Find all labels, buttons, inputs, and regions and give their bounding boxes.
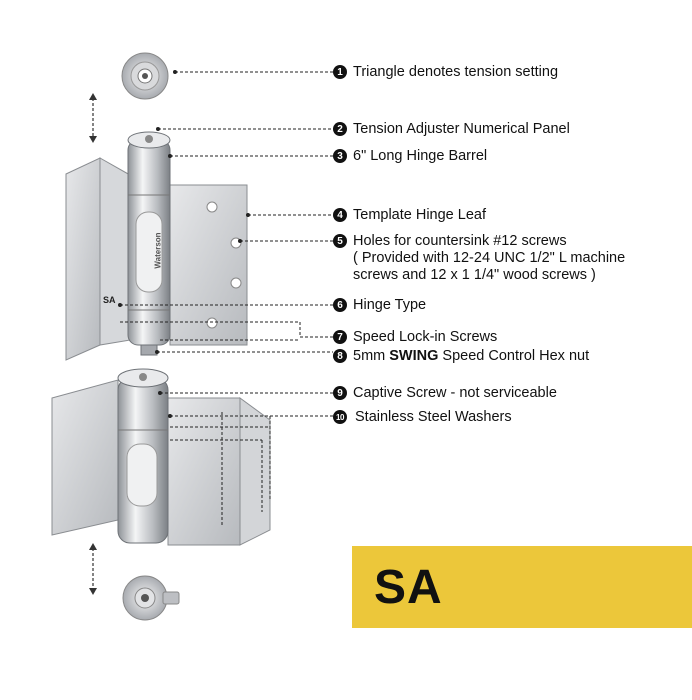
- callout-3: 3 6" Long Hinge Barrel: [333, 148, 487, 165]
- callout-number: 5: [333, 234, 347, 248]
- hinge-type-label: SA: [103, 295, 116, 305]
- callout-number: 4: [333, 208, 347, 222]
- callout-1: 1 Triangle denotes tension setting: [333, 64, 558, 81]
- callout-text: Captive Screw - not serviceable: [353, 385, 557, 401]
- callout-number: 8: [333, 349, 347, 363]
- callout-6: 6 Hinge Type: [333, 297, 426, 314]
- callout-text: Hinge Type: [353, 297, 427, 313]
- callout-text-pre: 5mm: [353, 348, 390, 364]
- callout-5: 5 Holes for countersink #12 screws ( Pro…: [333, 233, 625, 284]
- callout-number: 6: [333, 298, 347, 312]
- assembly-arrow-bottom: [89, 543, 97, 595]
- callout-10: 10 Stainless Steel Washers: [333, 409, 512, 426]
- callout-4: 4 Template Hinge Leaf: [333, 207, 486, 224]
- callout-number: 3: [333, 149, 347, 163]
- brand-label: Waterson: [153, 232, 163, 269]
- callout-7: 7 Speed Lock-in Screws: [333, 329, 497, 346]
- callout-text: 6" Long Hinge Barrel: [353, 148, 488, 164]
- callout-2: 2 Tension Adjuster Numerical Panel: [333, 121, 570, 138]
- callout-text-bold: SWING: [389, 348, 439, 364]
- tension-adjuster-top-view: [121, 52, 169, 100]
- callout-text-post: Speed Control Hex nut: [438, 348, 590, 364]
- callout-text: Triangle denotes tension setting: [353, 64, 559, 80]
- callout-number: 10: [333, 410, 347, 424]
- assembly-arrow-top: [89, 93, 97, 143]
- hinge-bottom: [51, 368, 271, 546]
- callout-8: 8 5mm SWING Speed Control Hex nut: [333, 348, 589, 365]
- callout-number: 7: [333, 330, 347, 344]
- callout-text: Holes for countersink #12 screws ( Provi…: [353, 233, 626, 283]
- callout-number: 1: [333, 65, 347, 79]
- leader-dots: [118, 70, 250, 418]
- callout-number: 9: [333, 386, 347, 400]
- badge-text: SA: [374, 560, 443, 614]
- callout-text: 5mm SWING Speed Control Hex nut: [353, 348, 589, 365]
- callout-text: Template Hinge Leaf: [353, 207, 486, 223]
- callout-number: 2: [333, 122, 347, 136]
- hinge-type-badge: SA: [352, 546, 692, 628]
- callout-text: Stainless Steel Washers: [355, 409, 512, 425]
- leader-lines: [120, 71, 333, 525]
- callout-text: Speed Lock-in Screws: [353, 329, 498, 345]
- callout-9: 9 Captive Screw - not serviceable: [333, 385, 557, 402]
- callout-text: Tension Adjuster Numerical Panel: [353, 121, 570, 137]
- tension-adjuster-bottom-view: [122, 575, 180, 621]
